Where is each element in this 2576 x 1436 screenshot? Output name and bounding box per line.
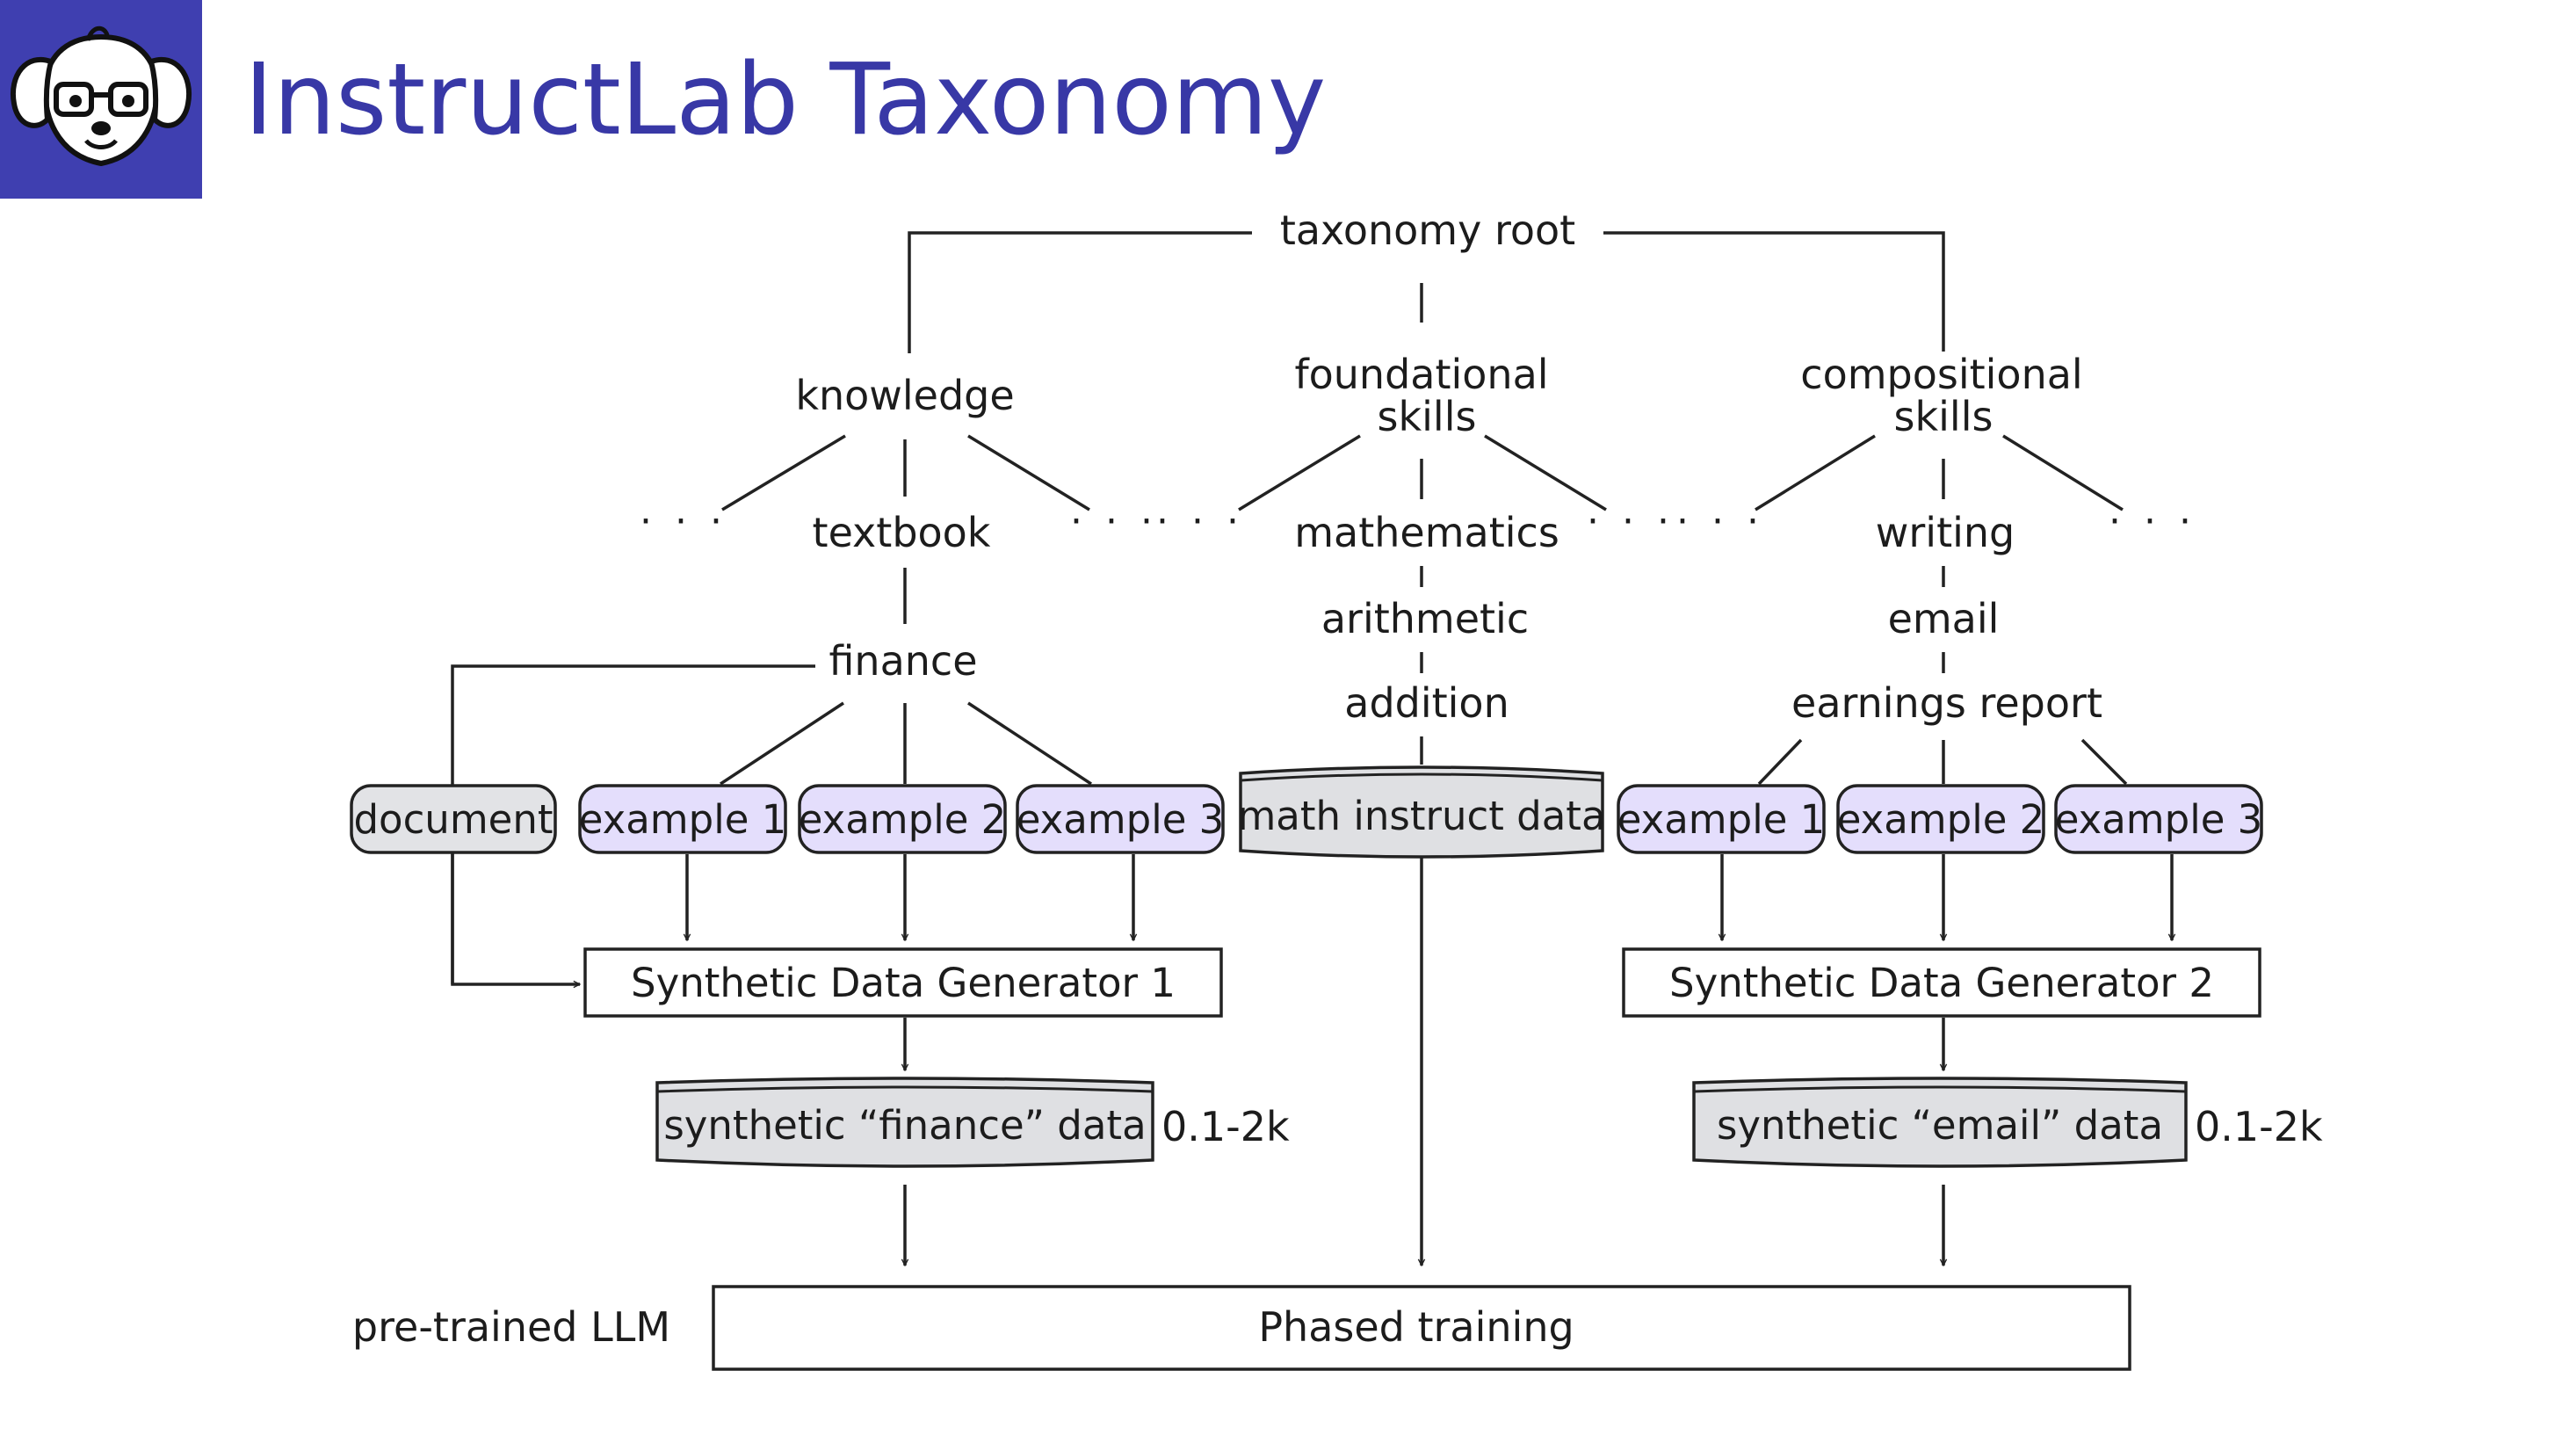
flow-arrows: [687, 854, 2172, 1266]
email-example-1-chip: example 1: [1617, 784, 1826, 854]
document-label: document: [353, 796, 553, 843]
synthetic-email-data-label: synthetic “email” data: [1717, 1102, 2163, 1149]
foundational-skills-label-line2: skills: [1378, 393, 1477, 440]
finance-example-2-chip: example 2: [798, 784, 1007, 854]
math-instruct-data-store: math instruct data: [1237, 765, 1606, 859]
email-example-3-chip: example 3: [2054, 784, 2263, 854]
foundational-skills-label-line1: foundational: [1294, 351, 1548, 398]
synthetic-email-data-store: synthetic “email” data: [1692, 1077, 2188, 1168]
ellipsis-1: · · ·: [640, 499, 727, 544]
ellipsis-6: · · ·: [2109, 499, 2196, 544]
email-label: email: [1888, 595, 2000, 642]
page-title: InstructLab Taxonomy: [244, 43, 1327, 157]
earnings-report-label: earnings report: [1791, 679, 2102, 727]
finance-example-3-label: example 3: [1017, 796, 1225, 843]
math-instruct-data-label: math instruct data: [1237, 793, 1605, 839]
arithmetic-label: arithmetic: [1321, 595, 1529, 642]
synthetic-data-generator-1: Synthetic Data Generator 1: [583, 947, 1223, 1018]
email-example-1-label: example 1: [1617, 796, 1826, 843]
phased-training-label: Phased training: [1258, 1303, 1574, 1351]
ellipsis-4: · · ·: [1587, 499, 1675, 544]
finance-example-1-chip: example 1: [578, 784, 787, 854]
synthetic-finance-data-store: synthetic “finance” data: [655, 1077, 1154, 1168]
dog-with-glasses-icon: [10, 25, 192, 167]
generator-2-label: Synthetic Data Generator 2: [1669, 960, 2214, 1006]
finance-example-2-label: example 2: [799, 796, 1007, 843]
email-example-2-label: example 2: [1837, 796, 2045, 843]
ellipsis-2: · · ·: [1070, 499, 1158, 544]
synthetic-data-generator-2: Synthetic Data Generator 2: [1622, 947, 2261, 1018]
email-data-count-label: 0.1-2k: [2195, 1103, 2323, 1150]
email-example-2-chip: example 2: [1836, 784, 2045, 854]
finance-data-count-label: 0.1-2k: [1161, 1103, 1290, 1150]
knowledge-label: knowledge: [795, 372, 1014, 419]
ellipsis-5: · · ·: [1676, 499, 1764, 544]
synthetic-finance-data-label: synthetic “finance” data: [663, 1102, 1146, 1149]
document-chip: document: [350, 784, 557, 854]
finance-example-1-label: example 1: [579, 796, 787, 843]
taxonomy-root-label: taxonomy root: [1280, 207, 1575, 254]
finance-example-3-chip: example 3: [1016, 784, 1225, 854]
logo-box: [0, 0, 202, 199]
pretrained-llm-label: pre-trained LLM: [352, 1303, 670, 1351]
tree-connectors: [451, 231, 2128, 984]
ellipsis-3: · · ·: [1156, 499, 1244, 544]
mathematics-label: mathematics: [1294, 509, 1559, 556]
finance-label: finance: [829, 637, 977, 685]
phased-training-box: Phased training: [712, 1285, 2131, 1371]
textbook-label: textbook: [813, 509, 991, 556]
generator-1-label: Synthetic Data Generator 1: [631, 960, 1176, 1006]
addition-label: addition: [1344, 679, 1509, 727]
compositional-skills-label-line2: skills: [1894, 393, 1994, 440]
compositional-skills-label-line1: compositional: [1800, 351, 2082, 398]
writing-label: writing: [1876, 509, 2015, 556]
email-example-3-label: example 3: [2055, 796, 2263, 843]
